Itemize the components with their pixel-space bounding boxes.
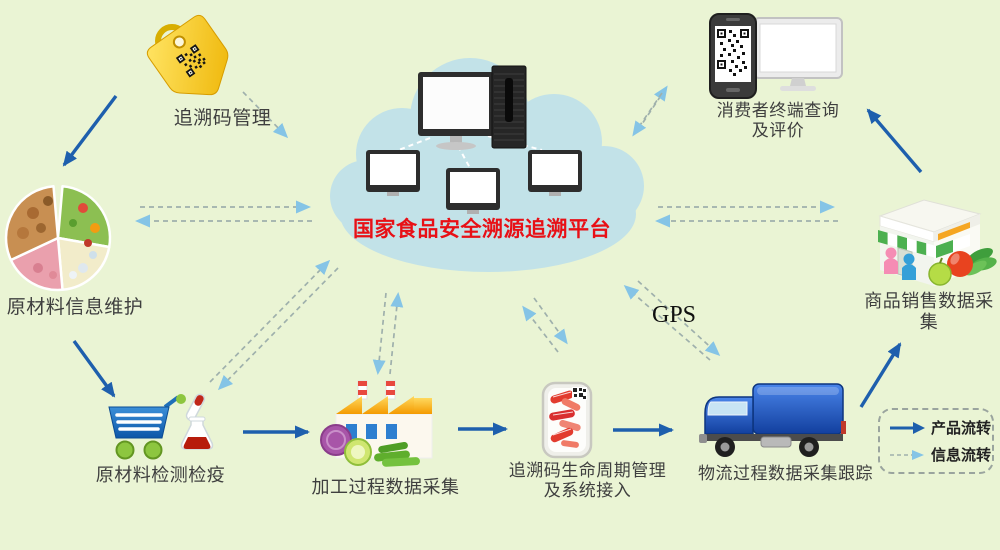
workstation-monitor-icon [446,168,500,214]
legend-product-flow-row: 产品流转 [880,417,992,438]
truck-wheels [715,437,819,457]
cloud-platform-icon [330,58,644,272]
product-flow-arrows [62,94,923,439]
factory-windows [346,424,397,439]
factory-roofs [336,396,432,414]
info-arrow-tracecode-to-cloud [242,91,289,139]
legend-info-flow-row: 信息流转 [880,444,992,465]
consumer-label-line2: 及评价 [751,121,805,140]
workstation-monitor-icon [366,150,420,196]
consumer-label-line1: 消费者终端查询 [716,101,840,120]
info-arrow-cloud-to-inspection [217,267,339,391]
gps-label: GPS [651,302,697,328]
lifecycle-node [541,381,595,466]
logistics-label: 物流过程数据采集跟踪 [698,464,873,483]
plate-food-details [17,196,100,279]
inspection-node [103,393,221,473]
lab-flask-icon [180,393,214,450]
desktop-monitor-icon [753,17,843,91]
sales-label: 商品销售数据采集 [864,291,994,332]
shopping-cart-icon [108,394,186,460]
consumer-node [706,8,846,109]
food-plate-icon [4,184,112,292]
product-flow-arrow-icon [890,421,925,434]
raw-materials-label: 原材料信息维护 [6,297,144,318]
lifecycle-label-line1: 追溯码生命周期管理 [508,461,667,480]
raw-materials-node [3,183,113,298]
meat-strips [549,390,581,448]
truck-icon [699,383,846,457]
factory-chimneys [357,380,396,400]
inspection-label: 原材料检测检疫 [95,465,226,485]
platform-title: 国家食品安全溯源追溯平台 [353,218,611,241]
server-monitor-icon [418,72,494,150]
shoppers [884,247,916,280]
store-awning [878,230,970,258]
tray-qr-code [572,387,587,400]
produce [928,247,997,286]
phone-monitor-icon [709,13,843,99]
store-icon [878,199,997,286]
cloud-platform-node [330,58,650,291]
cart-flask-icon [108,393,214,460]
processing-label: 加工过程数据采集 [311,477,460,497]
product-arrow-tracecode-to-materials [62,94,118,167]
info-arrow-cloud-to-processing [372,292,387,375]
factory-icon [320,380,433,467]
info-flow-arrow-icon [890,449,924,460]
legend-product-flow-label: 产品流转 [931,420,992,437]
info-arrow-inspection-to-cloud [209,259,331,383]
product-arrow-sales-to-consumer [866,108,923,174]
vegetables [320,424,420,467]
workstation-monitor-icon [528,150,582,196]
lifecycle-label-line2: 及系统接入 [543,481,632,500]
info-arrow-processing-to-cloud [389,292,404,375]
product-arrow-materials-to-inspection [72,340,116,398]
qr-tag-icon [146,14,229,96]
server-tower-icon [491,65,527,149]
meat-tray-icon [541,381,593,459]
smartphone-icon [709,13,757,99]
info-arrow-lifecycle-to-cloud [522,305,559,353]
processing-node [320,380,448,477]
legend-info-flow-label: 信息流转 [931,447,992,464]
info-arrow-cloud-to-lifecycle [533,297,568,345]
product-arrow-logistics-to-sales [859,342,902,408]
phone-qr-code [717,29,749,76]
tag-qr-code [175,44,206,78]
info-arrow-cloud-to-logistics-gps [637,280,721,357]
info-flow-arrows [135,85,838,391]
trace-code-label: 追溯码管理 [173,108,272,129]
logistics-node [697,381,849,464]
info-arrow-logistics-to-cloud-gps [623,285,711,361]
sales-node [864,190,998,297]
legend-box: 产品流转 信息流转 [878,408,994,474]
trace-code-node [128,14,243,114]
